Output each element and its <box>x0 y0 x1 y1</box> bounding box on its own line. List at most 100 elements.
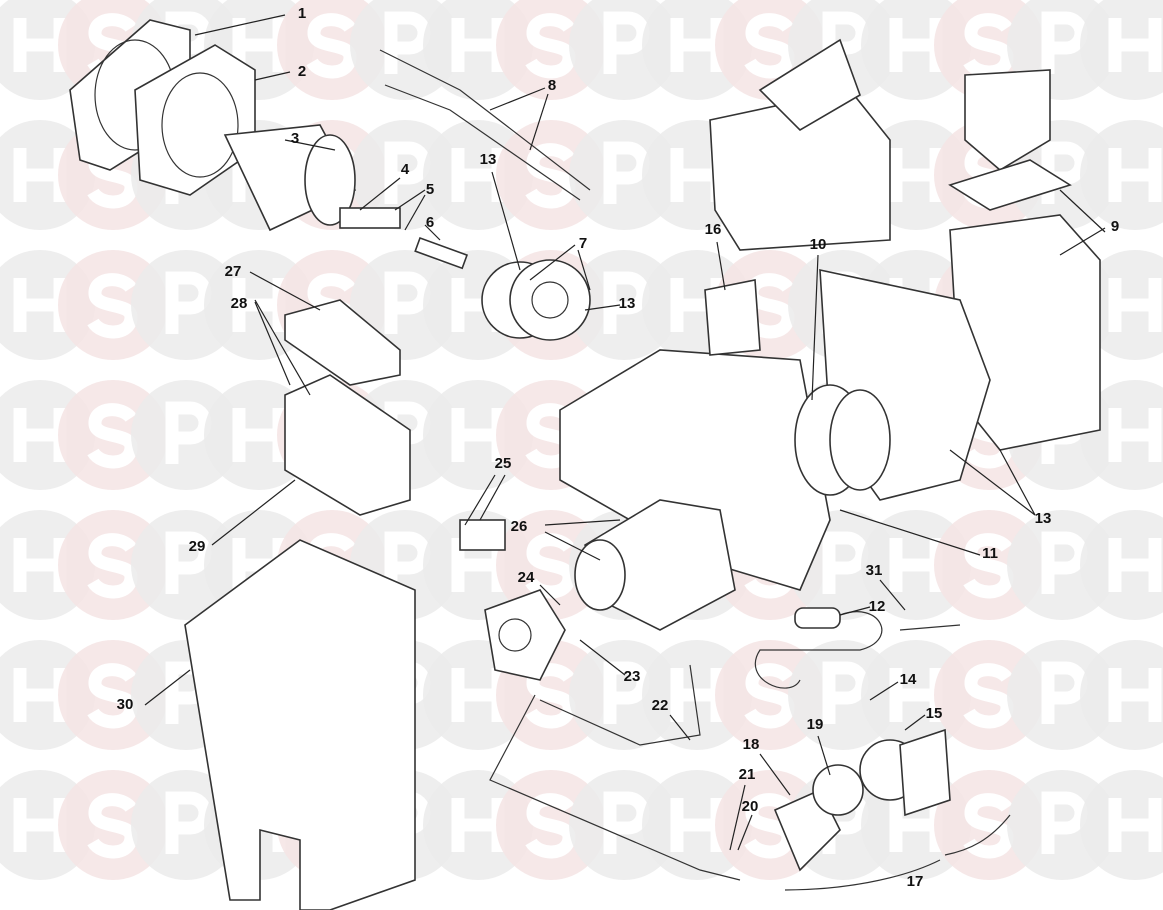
watermark-glyph <box>87 273 138 339</box>
part-blast-tube[interactable] <box>223 124 357 232</box>
watermark-glyph <box>603 791 650 854</box>
watermark-glyph <box>1108 798 1162 852</box>
watermark-glyph <box>1041 141 1088 204</box>
leader-line <box>529 244 576 281</box>
callout-number: 10 <box>810 236 827 253</box>
leader-line <box>737 814 753 851</box>
watermark-glyph <box>744 663 795 729</box>
watermark-glyph <box>87 793 138 859</box>
watermark-glyph <box>822 661 869 724</box>
part-ht-leads[interactable] <box>379 49 591 201</box>
watermark-glyph <box>87 403 138 469</box>
watermark-circle-h <box>1080 770 1163 880</box>
brace-17 <box>784 814 1011 891</box>
callout-5: 5 <box>394 181 434 231</box>
callout-number: 6 <box>426 214 434 231</box>
part-connectors[interactable] <box>459 519 506 551</box>
watermark-glyph <box>744 273 795 339</box>
part-cover-plate[interactable] <box>704 279 761 356</box>
callout-number: 11 <box>982 545 998 562</box>
watermark-glyph <box>1108 148 1162 202</box>
callout-13: 13 <box>584 295 636 312</box>
watermark-glyph <box>603 661 650 724</box>
leader-line <box>529 93 549 151</box>
callout-7: 7 <box>529 235 591 291</box>
part-oil-hose[interactable] <box>489 664 741 881</box>
callout-number: 29 <box>189 538 206 555</box>
leader-line <box>491 171 521 271</box>
callout-number: 9 <box>1111 218 1119 235</box>
callout-number: 30 <box>117 696 134 713</box>
watermark-glyph <box>384 141 431 204</box>
callout-number: 20 <box>742 798 759 815</box>
part-nozzle[interactable] <box>414 236 469 270</box>
watermark-glyph <box>1108 668 1162 722</box>
callout-23: 23 <box>579 639 641 685</box>
callout-4: 4 <box>359 161 410 211</box>
callout-21: 21 <box>729 766 755 851</box>
watermark-glyph <box>384 271 431 334</box>
part-filter-assembly[interactable] <box>773 728 951 872</box>
part-burner-cover[interactable] <box>184 539 416 910</box>
watermark-glyph <box>1108 408 1162 462</box>
watermark-glyph <box>1108 538 1162 592</box>
callout-number: 13 <box>480 151 497 168</box>
leader-line <box>949 449 1036 516</box>
watermark-glyph <box>525 13 576 79</box>
part-photocell[interactable] <box>794 607 841 629</box>
leader-line <box>489 87 546 111</box>
watermark-glyph <box>384 531 431 594</box>
watermark-glyph <box>87 663 138 729</box>
callout-12: 12 <box>839 598 886 616</box>
leader-line <box>1059 189 1106 233</box>
callout-22: 22 <box>652 697 691 741</box>
callout-31: 31 <box>866 562 906 611</box>
callout-10: 10 <box>810 236 827 401</box>
leader-line <box>194 14 286 36</box>
callout-number: 7 <box>579 235 587 252</box>
callout-number: 22 <box>652 697 669 714</box>
callout-number: 13 <box>619 295 636 312</box>
leader-line <box>211 479 296 546</box>
callout-number: 28 <box>231 295 248 312</box>
watermark-circle-h <box>1080 640 1163 750</box>
part-motor[interactable] <box>574 499 736 631</box>
part-cable[interactable] <box>754 611 961 689</box>
leader-line <box>584 304 621 311</box>
callout-number: 12 <box>869 598 886 615</box>
callout-17: 17 <box>907 873 924 890</box>
leader-line <box>839 509 981 556</box>
callout-number: 23 <box>624 668 641 685</box>
leader-line <box>544 519 621 526</box>
watermark-glyph <box>1041 11 1088 74</box>
leader-line <box>669 714 691 741</box>
leader-line <box>359 177 401 211</box>
leader-line <box>539 584 561 606</box>
watermark-glyph <box>963 13 1014 79</box>
part-air-intake[interactable] <box>709 38 1101 451</box>
watermark-glyph <box>165 271 212 334</box>
callout-number: 14 <box>900 671 917 688</box>
leader-line <box>577 249 591 291</box>
leader-line <box>404 194 426 231</box>
watermark-circle-h <box>1080 120 1163 230</box>
leader-line <box>424 224 441 241</box>
part-oil-pump[interactable] <box>484 589 566 681</box>
callout-19: 19 <box>807 716 831 776</box>
callout-20: 20 <box>737 798 759 851</box>
callout-number: 13 <box>1035 510 1052 527</box>
callout-9: 9 <box>1059 189 1119 256</box>
part-diffuser-assembly[interactable] <box>481 259 591 341</box>
leader-line <box>729 784 746 851</box>
leader-line <box>817 735 831 776</box>
watermark-glyph <box>1108 278 1162 332</box>
part-fan-impeller[interactable] <box>794 384 891 496</box>
callout-15: 15 <box>904 705 942 731</box>
part-control-box[interactable] <box>284 299 411 516</box>
leader-line <box>759 753 791 796</box>
leader-line <box>869 681 899 701</box>
callout-18: 18 <box>743 736 791 796</box>
watermark-glyph <box>1041 661 1088 724</box>
part-electrode-holder[interactable] <box>339 207 401 229</box>
